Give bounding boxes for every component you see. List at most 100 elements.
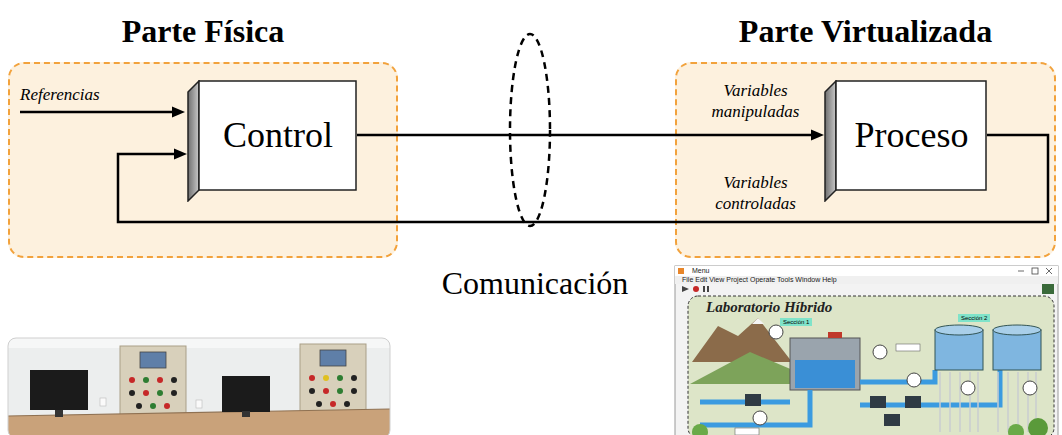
lab-photo-part-part: [320, 350, 346, 366]
hmi-screenshot-part: [1046, 268, 1052, 274]
connector-line: [118, 135, 1048, 222]
lab-photo-part-part: [171, 377, 177, 383]
hmi-screenshot-part: [688, 296, 1054, 435]
hmi-screenshot-part: [707, 286, 709, 292]
signal-label: Variables manipuladas: [693, 80, 818, 122]
lab-photo-part-part: [330, 401, 336, 407]
lab-photo-part-part: [157, 377, 163, 383]
lab-photo-part-part: [8, 409, 390, 416]
communication-ellipse: [510, 34, 550, 226]
hmi-screenshot-part: [769, 325, 783, 339]
block-face: Proceso: [836, 80, 987, 190]
hmi-screenshot-part: [993, 325, 1041, 335]
hmi-screenshot-part: [675, 266, 1058, 435]
hmi-screenshot-part: [860, 370, 935, 382]
lab-photo-part-part: [143, 390, 149, 396]
hmi-screenshot-part: [700, 390, 810, 425]
arrow-head: [811, 130, 824, 141]
lab-photo-part-part: [150, 403, 156, 409]
screen-title: Laboratorio Híbrido: [706, 298, 832, 316]
hmi-screenshot-part-part: [949, 372, 951, 432]
hmi-screenshot-part: [961, 381, 975, 395]
lab-photo-part-part: [30, 370, 88, 410]
hmi-screenshot-part: [828, 332, 842, 338]
lab-photo-part: [8, 338, 390, 435]
hmi-screenshot-part: [745, 394, 761, 406]
signal-label: Variables controladas: [693, 172, 818, 214]
hmi-screenshot-part: [1018, 271, 1024, 272]
lab-photo-part-part: [171, 390, 177, 396]
hmi-screenshot-part: [884, 414, 900, 426]
lab-photo-part-part: [100, 398, 106, 406]
lab-photo-part-part: [8, 409, 390, 435]
hmi-screenshot-part: [935, 330, 983, 370]
lab-photo-part-part: [351, 375, 357, 381]
region-title: Parte Virtualizada: [657, 12, 1062, 50]
input-arrow: [20, 107, 185, 118]
lab-photo-part-part: [351, 388, 357, 394]
hmi-screenshot-part: [1028, 418, 1048, 435]
lab-photo-part-part: [129, 377, 135, 383]
block-front: [836, 81, 986, 190]
arrow-head: [174, 149, 187, 160]
hmi-screenshot-part: [692, 318, 792, 362]
lab-photo-part-part: [136, 403, 142, 409]
block-bevel: [825, 81, 836, 201]
hmi-screenshot-part: [1023, 381, 1037, 395]
lab-photo-part-part: [344, 401, 350, 407]
hmi-screenshot-part: [753, 411, 767, 425]
menu-bar-text: File Edit View Project Operate Tools Win…: [682, 276, 837, 284]
lab-photo: [8, 338, 390, 435]
lab-photo-part-part: [222, 376, 270, 412]
input-arrow-part: [20, 111, 173, 114]
window-title: Menu: [692, 267, 710, 275]
block-front: [199, 81, 356, 190]
hmi-screenshot-part-part: [1017, 372, 1019, 432]
hmi-screenshot-part: [993, 330, 1041, 370]
lab-photo-part-part: [55, 410, 63, 417]
hmi-screenshot-part: [675, 276, 1058, 284]
lab-photo-part-part: [242, 411, 250, 417]
hmi-screenshot-part: [692, 424, 708, 435]
hmi-screenshot-part: [678, 268, 684, 274]
hmi-screenshot-part-part: [1007, 372, 1009, 432]
lab-photo-part-part: [143, 377, 149, 383]
section-tag: Sección 2: [958, 314, 990, 322]
block-label: Control: [223, 114, 333, 156]
hmi-screenshot-part: [1032, 268, 1038, 274]
hmi-screenshot-part: [873, 345, 887, 359]
lab-photo-part-part: [8, 338, 390, 435]
lab-photo-part-part: [316, 401, 322, 407]
hmi-screenshot-part: [752, 318, 764, 324]
connector-line: [357, 134, 813, 137]
signal-connector: [357, 130, 824, 141]
hmi-screenshot-part: [682, 286, 689, 292]
hmi-screenshot-part: [896, 344, 920, 351]
lab-photo-part-part: [309, 388, 315, 394]
lab-photo-part-part: [129, 390, 135, 396]
hmi-screenshot-part: [905, 396, 921, 408]
lab-photo-part-part: [157, 390, 163, 396]
lab-photo-part: [8, 338, 390, 435]
hmi-screenshot: [675, 266, 1058, 435]
hmi-screenshot-part: [907, 373, 921, 387]
hmi-screenshot-part: [790, 338, 860, 390]
hmi-screenshot-part: [870, 396, 886, 408]
hmi-screenshot-part: [675, 266, 1058, 276]
hmi-screenshot-part-part: [997, 372, 999, 432]
hmi-screenshot-part: [940, 372, 1036, 432]
lab-photo-part-part: [323, 388, 329, 394]
hmi-screenshot-part: [1042, 284, 1054, 294]
hmi-screenshot-part: [1046, 268, 1052, 274]
region-title: Parte Física: [0, 12, 416, 50]
hmi-screenshot-part: [795, 360, 855, 388]
block-face: Control: [199, 80, 357, 190]
block-label: Proceso: [855, 114, 969, 156]
hmi-screenshot-part-part: [959, 372, 961, 432]
lab-photo-part-part: [140, 352, 166, 368]
lab-photo-part-part: [164, 403, 170, 409]
hmi-screenshot-part: [935, 325, 983, 335]
hmi-screenshot-part-part: [977, 372, 979, 432]
